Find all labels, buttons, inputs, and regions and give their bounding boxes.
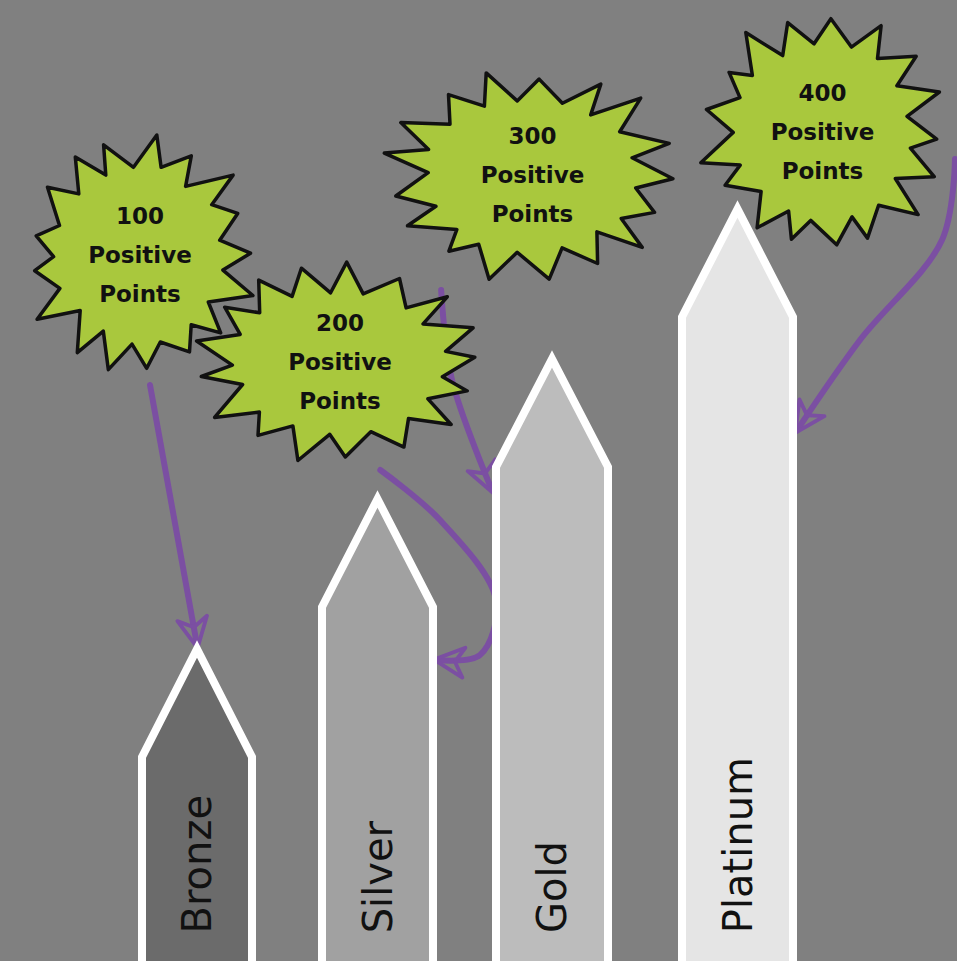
level-arrow-bar: Bronze — [138, 645, 256, 961]
starburst-shape — [197, 262, 475, 460]
points-text: 300 Positive Points — [458, 117, 608, 234]
level-name: Silver — [358, 821, 398, 933]
points-starburst: 300 Positive Points — [375, 60, 690, 290]
level-arrow-bar: Silver — [318, 495, 437, 961]
bar-shape — [142, 649, 252, 961]
bar-shape — [496, 359, 608, 961]
points-text: 400 Positive Points — [748, 74, 898, 191]
points-text: 100 Positive Points — [65, 197, 215, 314]
level-name: Bronze — [177, 795, 217, 933]
points-starburst: 200 Positive Points — [185, 255, 495, 470]
bar-shape — [682, 209, 793, 961]
level-arrow-bar: Gold — [492, 355, 612, 961]
level-name: Platinum — [718, 757, 758, 933]
starburst-shape — [35, 135, 253, 370]
progress-arrow — [150, 385, 197, 645]
bar-shape — [322, 499, 433, 961]
level-name: Gold — [532, 841, 572, 933]
starburst-shape — [384, 73, 673, 279]
level-arrow-bar: Platinum — [678, 205, 797, 961]
points-text: 200 Positive Points — [265, 304, 415, 421]
